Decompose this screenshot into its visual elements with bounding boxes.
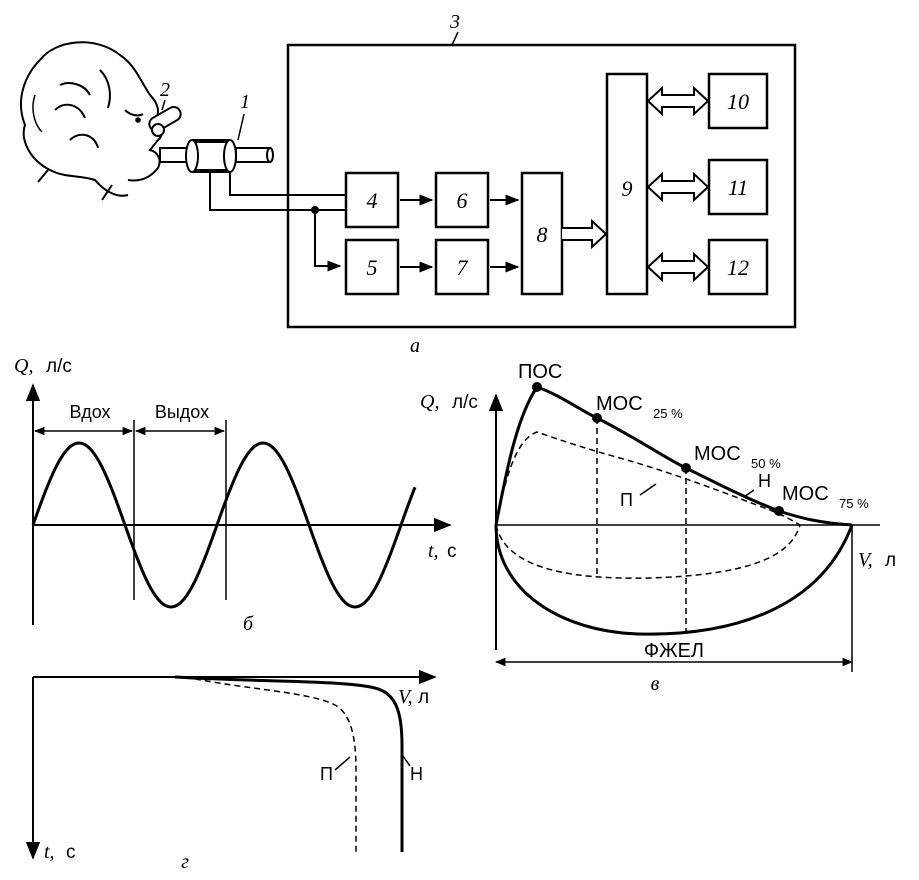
v-normal-inspiration xyxy=(494,524,854,636)
label-nose-clip: 2 xyxy=(160,79,170,101)
g-x-unit: л xyxy=(418,687,429,708)
svg-text:12: 12 xyxy=(727,255,749,280)
v-normal-label: Н xyxy=(758,471,771,491)
block-7: 7 xyxy=(434,238,490,296)
v-pos-label: ПОС xyxy=(518,361,562,383)
v-mos25-point xyxy=(592,413,602,423)
v-fvc-label: ФЖЕЛ xyxy=(644,640,704,662)
patient-head-drawing xyxy=(20,41,163,201)
block-6: 6 xyxy=(434,171,490,229)
g-normal-label: Н xyxy=(410,764,423,784)
v-x-var: V, xyxy=(858,549,873,571)
block-10: 10 xyxy=(707,72,769,130)
panel-g-volume-time: V, л t, с П Н г xyxy=(25,669,437,873)
panel-b-flow-time: Q, л/с t, с Вдох Выдох б xyxy=(14,355,457,635)
svg-text:11: 11 xyxy=(728,175,748,200)
panel-a-block-diagram: 2 1 3 4 5 xyxy=(20,11,797,357)
mouthpiece-sensor xyxy=(159,139,274,173)
caption-g: г xyxy=(181,851,189,873)
v-mos50-point xyxy=(681,463,691,473)
v-mos25-label: МОС xyxy=(596,393,643,415)
b-inhale-label: Вдох xyxy=(69,402,110,422)
b-flow-curve xyxy=(31,441,417,609)
v-mos50-label: МОС xyxy=(694,443,741,465)
caption-a: а xyxy=(410,335,420,357)
svg-text:10: 10 xyxy=(727,89,749,114)
bus-arrow-8-9 xyxy=(562,218,608,250)
svg-text:9: 9 xyxy=(622,176,633,201)
nose-clip xyxy=(148,106,182,137)
v-x-unit: л xyxy=(885,550,896,571)
junction-dot xyxy=(311,206,319,214)
bus-arrows-9-periph xyxy=(646,85,710,283)
svg-text:6: 6 xyxy=(457,188,468,213)
block-11: 11 xyxy=(707,158,769,216)
g-y-var: t, xyxy=(44,841,55,863)
g-x-var: V, xyxy=(398,686,413,708)
caption-v: в xyxy=(651,673,660,695)
g-path-label: П xyxy=(320,764,333,784)
v-y-var: Q, xyxy=(420,391,439,413)
block-4: 4 xyxy=(344,171,400,229)
b-y-unit: л/с xyxy=(46,356,72,377)
v-mos50-sub: 50 % xyxy=(751,456,781,471)
block-9: 9 xyxy=(605,72,649,296)
b-x-var: t, xyxy=(428,540,439,562)
device-enclosure xyxy=(286,43,797,329)
block-12: 12 xyxy=(707,238,769,296)
v-y-unit: л/с xyxy=(452,392,478,413)
label-device: 3 xyxy=(449,11,460,33)
g-normal-curve xyxy=(174,675,404,852)
svg-text:7: 7 xyxy=(457,255,469,280)
sensor-lines xyxy=(209,172,346,272)
block-8: 8 xyxy=(520,171,564,296)
block-5: 5 xyxy=(344,238,400,296)
label-mouthpiece: 1 xyxy=(240,91,250,113)
g-y-unit: с xyxy=(66,842,76,863)
v-path-label: П xyxy=(620,490,633,510)
b-x-unit: с xyxy=(447,541,457,562)
svg-text:4: 4 xyxy=(367,188,378,213)
svg-text:5: 5 xyxy=(367,255,378,280)
svg-text:8: 8 xyxy=(537,222,548,247)
v-mos75-sub: 75 % xyxy=(839,496,869,511)
v-mos75-label: МОС xyxy=(782,483,829,505)
v-path-inspiration xyxy=(495,524,801,579)
v-pos-point xyxy=(532,382,542,392)
panel-v-flow-volume: Q, л/с V, л ПОС МОС 25 % МОС 50 % МОС 75… xyxy=(420,361,896,695)
g-path-curve xyxy=(184,676,357,852)
b-exhale-label: Выдох xyxy=(155,402,209,422)
b-y-var: Q, xyxy=(14,355,33,377)
v-path-expiration xyxy=(495,431,801,526)
v-mos75-point xyxy=(774,506,784,516)
v-mos25-sub: 25 % xyxy=(653,406,683,421)
block-arrows xyxy=(400,194,520,273)
caption-b: б xyxy=(243,613,254,635)
